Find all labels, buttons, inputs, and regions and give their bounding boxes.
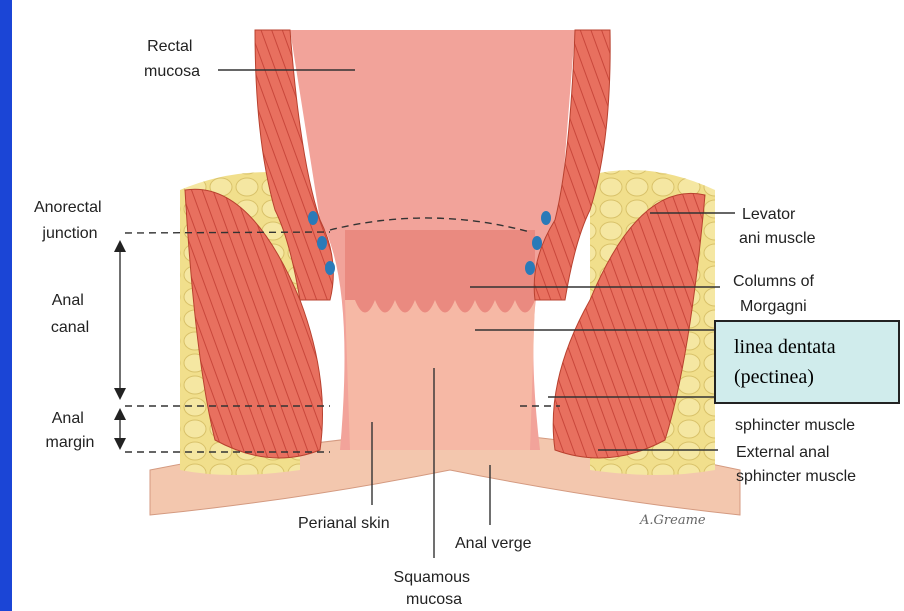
levator-ani-label: Levator ani muscle: [739, 206, 816, 247]
vessel-dot: [317, 236, 327, 250]
anal-canal-arrowhead-bottom: [114, 388, 126, 400]
artist-signature: A.Greame: [639, 513, 706, 528]
external-sphincter-label: External anal sphincter muscle: [736, 444, 856, 485]
anorectal-junction-label: Anorectal junction: [34, 199, 106, 242]
callout-line-1: linea dentata: [734, 336, 836, 359]
anorectal-junction-line: [125, 232, 330, 233]
internal-sphincter-label: sphincter muscle: [735, 417, 855, 434]
anal-canal-arrowhead-top: [114, 240, 126, 252]
squamous-mucosa-label: Squamous mucosa: [394, 569, 475, 608]
anal-canal-lining: [345, 300, 535, 450]
dentate-line-callout: linea dentata (pectinea): [714, 320, 900, 404]
rectal-mucosa-label: Rectal mucosa: [144, 38, 200, 80]
vessel-dot: [541, 211, 551, 225]
vessel-dot: [532, 236, 542, 250]
columns-of-morgagni-label: Columns of Morgagni: [733, 273, 818, 315]
columns-of-morgagni-shape: [345, 230, 535, 313]
anal-margin-arrowhead-top: [114, 408, 126, 420]
content-panel: Rectal mucosa Anorectal junction Anal ca…: [12, 0, 904, 611]
anatomy-diagram: Rectal mucosa Anorectal junction Anal ca…: [12, 0, 904, 611]
vessel-dot: [325, 261, 335, 275]
vessel-dot: [308, 211, 318, 225]
perianal-skin-label: Perianal skin: [298, 515, 390, 532]
vessel-dot: [525, 261, 535, 275]
anal-margin-label: Anal margin: [46, 410, 95, 451]
anal-canal-label: Anal canal: [51, 292, 89, 336]
anal-verge-label: Anal verge: [455, 535, 532, 552]
anal-margin-arrowhead-bottom: [114, 438, 126, 450]
callout-line-2: (pectinea): [734, 366, 814, 389]
